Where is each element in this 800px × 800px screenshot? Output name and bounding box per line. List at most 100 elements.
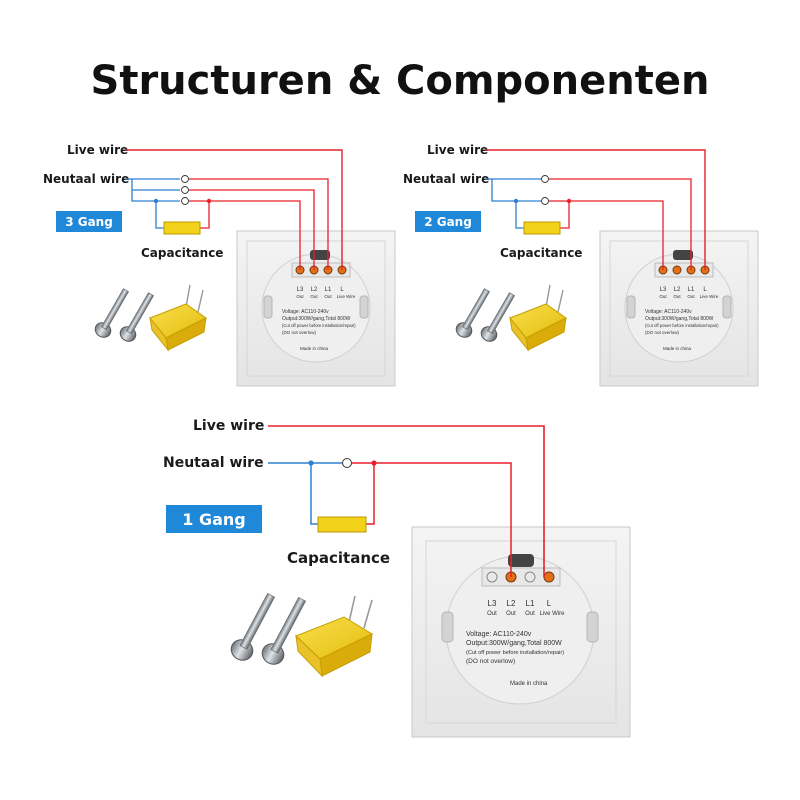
capacitance-label: Capacitance [141, 246, 223, 260]
capacitor-photo [295, 595, 374, 678]
bulb-icon [342, 458, 352, 468]
screw-icon [480, 292, 516, 342]
spec-output: Output:300W/gang,Total 800W [645, 316, 714, 322]
spec-output: Output:300W/gang,Total 800W [282, 316, 351, 322]
side-clip-right [359, 295, 369, 319]
junction-dot [371, 460, 377, 466]
live-wire-label: Live wire [193, 418, 264, 434]
side-clip-left [626, 295, 636, 319]
junction-dot [308, 460, 314, 466]
live-wire-label: Live wire [67, 143, 128, 157]
gang-badge-label: 3 Gang [65, 215, 113, 229]
terminal-sub-l2: Out [673, 294, 681, 299]
screw-icon [94, 288, 130, 338]
mount-slot [673, 250, 693, 260]
spec-voltage: Voltage: AC110-240v [645, 309, 692, 315]
neutral-wire-label: Neutaal wire [43, 172, 129, 186]
neutral-wire-label: Neutaal wire [403, 172, 489, 186]
terminal-label-l1: L1 [526, 599, 535, 608]
screw-icon [261, 596, 307, 665]
neutral-wires [125, 178, 180, 229]
gang-badge [56, 211, 122, 232]
terminal-label-l1: L1 [325, 287, 332, 293]
terminal-label-l3: L3 [297, 287, 304, 293]
capacitance-label: Capacitance [287, 549, 390, 567]
load-wires [189, 178, 329, 270]
side-clip-right [722, 295, 732, 319]
load-wires [352, 462, 512, 577]
live-wire [485, 149, 706, 270]
live-wire [268, 425, 545, 577]
neutral-wires [268, 462, 342, 525]
gang-badge [166, 505, 262, 533]
spec-voltage: Voltage: AC110-240v [282, 309, 329, 315]
terminal-block [654, 262, 714, 278]
spec-warning: (Cut off power before installation/repai… [282, 323, 356, 328]
junction-dot [566, 198, 572, 204]
terminal-label-live: L [703, 287, 707, 293]
side-clip-right [586, 611, 599, 643]
switch-inner-frame [609, 240, 749, 377]
terminal-screw-l3 [486, 571, 498, 583]
load-wires [549, 178, 692, 270]
terminal-sub-live: Live Wire [700, 294, 719, 299]
terminal-label-l2: L2 [507, 599, 516, 608]
panel-1-gang: Live wire Neutaal wire 1 Gang Capacitanc… [163, 418, 631, 738]
gang-badge [415, 211, 481, 232]
made-in-label: Made in china [663, 346, 692, 351]
capacitor-photo [509, 284, 567, 352]
switch-inner-frame [246, 240, 386, 377]
capacitor-symbol [523, 221, 561, 235]
neutral-wire-label: Neutaal wire [163, 455, 264, 471]
terminal-screw-l2 [672, 265, 682, 275]
terminal-sub-l2: Out [310, 294, 318, 299]
terminal-sub-l1: Out [525, 611, 535, 617]
capacitor-symbol [317, 516, 367, 533]
terminal-label-l3: L3 [660, 287, 667, 293]
terminal-block [291, 262, 351, 278]
terminal-sub-l1: Out [687, 294, 695, 299]
screw-icon [455, 288, 491, 338]
terminal-sub-l1: Out [324, 294, 332, 299]
spec-warning: (Cut off power before installation/repai… [645, 323, 719, 328]
neutral-wires [485, 178, 541, 229]
terminal-sub-l3: Out [659, 294, 667, 299]
spec-note: (DO not overlow) [645, 330, 680, 335]
spec-output: Output:300W/gang,Total 800W [466, 640, 562, 647]
terminal-sub-l2: Out [506, 611, 516, 617]
terminal-label-l2: L2 [674, 287, 681, 293]
junction-dot [513, 198, 519, 204]
terminal-sub-l3: Out [487, 611, 497, 617]
made-in-label: Made in china [300, 346, 329, 351]
gang-badge-label: 2 Gang [424, 215, 472, 229]
side-clip-left [263, 295, 273, 319]
terminal-label-live: L [547, 599, 552, 608]
live-wire-label: Live wire [427, 143, 488, 157]
terminal-label-l1: L1 [688, 287, 695, 293]
terminal-sub-live: Live Wire [539, 611, 565, 617]
terminal-sub-live: Live Wire [337, 294, 356, 299]
screw-icon [230, 592, 276, 661]
terminal-screw-live [543, 571, 555, 583]
switch-inner-frame [425, 540, 617, 724]
gang-badge-label: 1 Gang [182, 510, 245, 529]
panel-3-gang: Live wire Neutaal wire 3 Gang Capacitanc… [43, 143, 396, 387]
side-clip-left [441, 611, 454, 643]
terminal-label-l3: L3 [488, 599, 497, 608]
junction-dot [206, 198, 212, 204]
live-wire [125, 149, 343, 270]
spec-note: (DO not overlow) [466, 658, 515, 665]
mount-slot [508, 554, 534, 567]
spec-voltage: Voltage: AC110-240v [466, 631, 532, 638]
made-in-label: Made in china [510, 681, 548, 687]
spec-warning: (Cut off power before installation/repai… [466, 650, 564, 656]
screw-icon [119, 292, 155, 342]
bulb-icon [541, 175, 549, 205]
terminal-screw-l1 [524, 571, 536, 583]
junction-dot [153, 198, 159, 204]
terminal-block [481, 567, 561, 587]
capacitor-photo [149, 284, 207, 352]
bulb-icon [181, 175, 189, 205]
spec-note: (DO not overlow) [282, 330, 317, 335]
